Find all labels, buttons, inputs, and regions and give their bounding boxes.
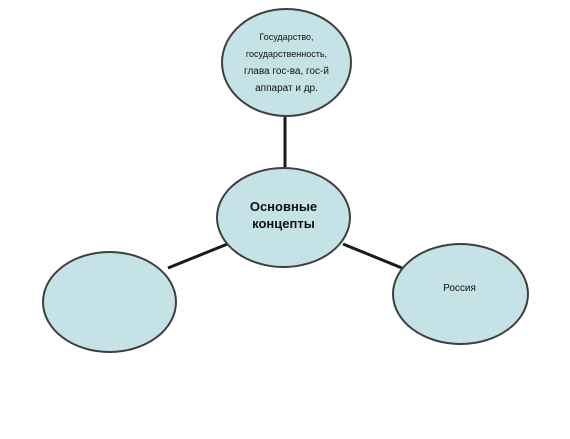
node-russia-label: Россия [443, 283, 476, 294]
node-empty [42, 251, 177, 353]
node-russia: Россия [392, 243, 529, 345]
node-state-concepts-label: Государство, государственность, глава го… [244, 29, 329, 97]
node-center-line-2: концепты [252, 215, 315, 231]
node-main-concepts-label: Основные концепты [250, 198, 317, 232]
node-top-line-1: Государство, [259, 31, 314, 42]
edge-center-left [167, 241, 231, 270]
node-top-line-3: глава гос-ва, гос-й [244, 65, 329, 77]
edge-center-right [342, 242, 403, 270]
node-main-concepts: Основные концепты [216, 167, 351, 268]
node-state-concepts: Государство, государственность, глава го… [221, 8, 352, 117]
node-top-line-2: государственность, [245, 48, 328, 59]
node-top-line-4: аппарат и др. [255, 82, 318, 94]
node-right-line-1: Россия [443, 283, 476, 294]
node-center-line-1: Основные [249, 198, 318, 214]
